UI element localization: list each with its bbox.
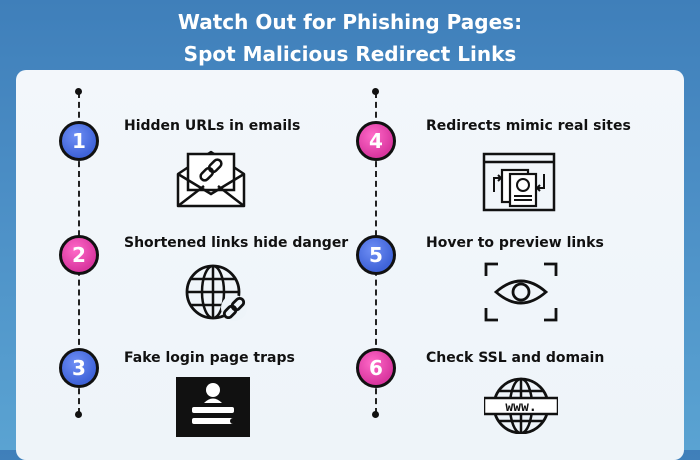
timeline-end-dot [75, 411, 82, 418]
envelope-link-icon [176, 150, 246, 208]
timeline-start-dot [372, 88, 379, 95]
step-label-6: Check SSL and domain [426, 350, 605, 366]
step-badge-4: 4 [356, 121, 396, 161]
timeline-end-dot [372, 411, 379, 418]
svg-text:www.: www. [505, 400, 536, 415]
step-label-5: Hover to preview links [426, 235, 604, 251]
step-badge-3: 3 [59, 348, 99, 388]
redirect-pages-icon [482, 152, 556, 212]
step-label-1: Hidden URLs in emails [124, 118, 301, 134]
step-number: 1 [72, 129, 86, 153]
globe-link-icon [185, 264, 247, 321]
login-form-icon [176, 377, 250, 437]
step-label-2: Shortened links hide danger [124, 235, 349, 251]
step-number: 6 [369, 356, 383, 380]
step-badge-6: 6 [356, 348, 396, 388]
www-globe-icon: www. [484, 377, 558, 434]
step-label-4: Redirects mimic real sites [426, 118, 631, 134]
step-number: 2 [72, 243, 86, 267]
title-line-2: Spot Malicious Redirect Links [183, 42, 517, 66]
content-panel [16, 70, 684, 460]
infographic-title: Watch Out for Phishing Pages: Spot Malic… [0, 6, 700, 70]
step-number: 5 [369, 243, 383, 267]
step-label-3: Fake login page traps [124, 350, 295, 366]
eye-preview-icon [484, 262, 558, 322]
timeline-start-dot [75, 88, 82, 95]
step-badge-2: 2 [59, 235, 99, 275]
step-badge-1: 1 [59, 121, 99, 161]
step-number: 4 [369, 129, 383, 153]
step-number: 3 [72, 356, 86, 380]
step-badge-5: 5 [356, 235, 396, 275]
title-line-1: Watch Out for Phishing Pages: [177, 10, 523, 34]
